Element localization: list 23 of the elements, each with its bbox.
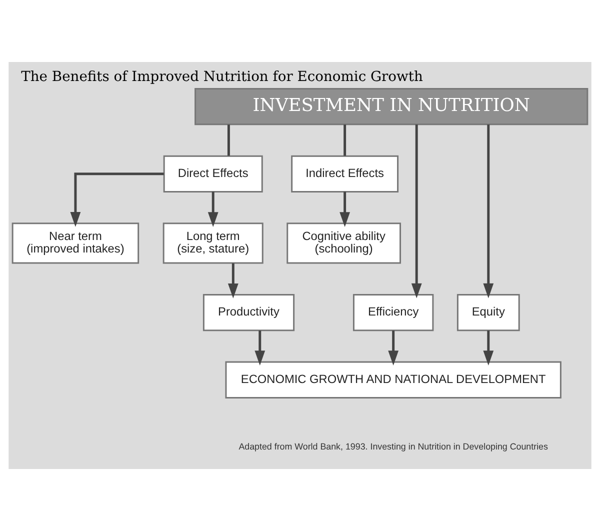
arrow xyxy=(228,263,238,298)
node-box: Productivity xyxy=(202,294,295,332)
node-box: Long term (size, stature) xyxy=(162,222,264,264)
arrow xyxy=(254,330,266,366)
caption: Adapted from World Bank, 1993. Investing in Nutrition in Developing Countries xyxy=(238,441,548,452)
arrow xyxy=(483,330,494,366)
node-box: Direct Effects xyxy=(163,155,263,192)
connector xyxy=(344,124,346,156)
connector xyxy=(227,124,230,156)
node-box: Indirect Effects xyxy=(291,155,399,192)
node-box: ECONOMIC GROWTH AND NATIONAL DEVELOPMENT xyxy=(225,361,562,398)
node-box: Near term (improved intakes) xyxy=(12,222,140,264)
arrow xyxy=(483,124,494,298)
arrow xyxy=(208,192,218,227)
arrow xyxy=(70,172,164,227)
node-box: INVESTMENT IN NUTRITION xyxy=(194,88,588,126)
node-box: Equity xyxy=(456,294,520,332)
node-box: Cognitive ability (schooling) xyxy=(286,222,401,264)
arrow xyxy=(340,192,350,227)
arrow xyxy=(411,124,422,298)
arrow xyxy=(388,330,399,366)
diagram-title: The Benefits of Improved Nutrition for Economic Growth xyxy=(21,69,423,86)
node-box: Efficiency xyxy=(352,294,434,332)
